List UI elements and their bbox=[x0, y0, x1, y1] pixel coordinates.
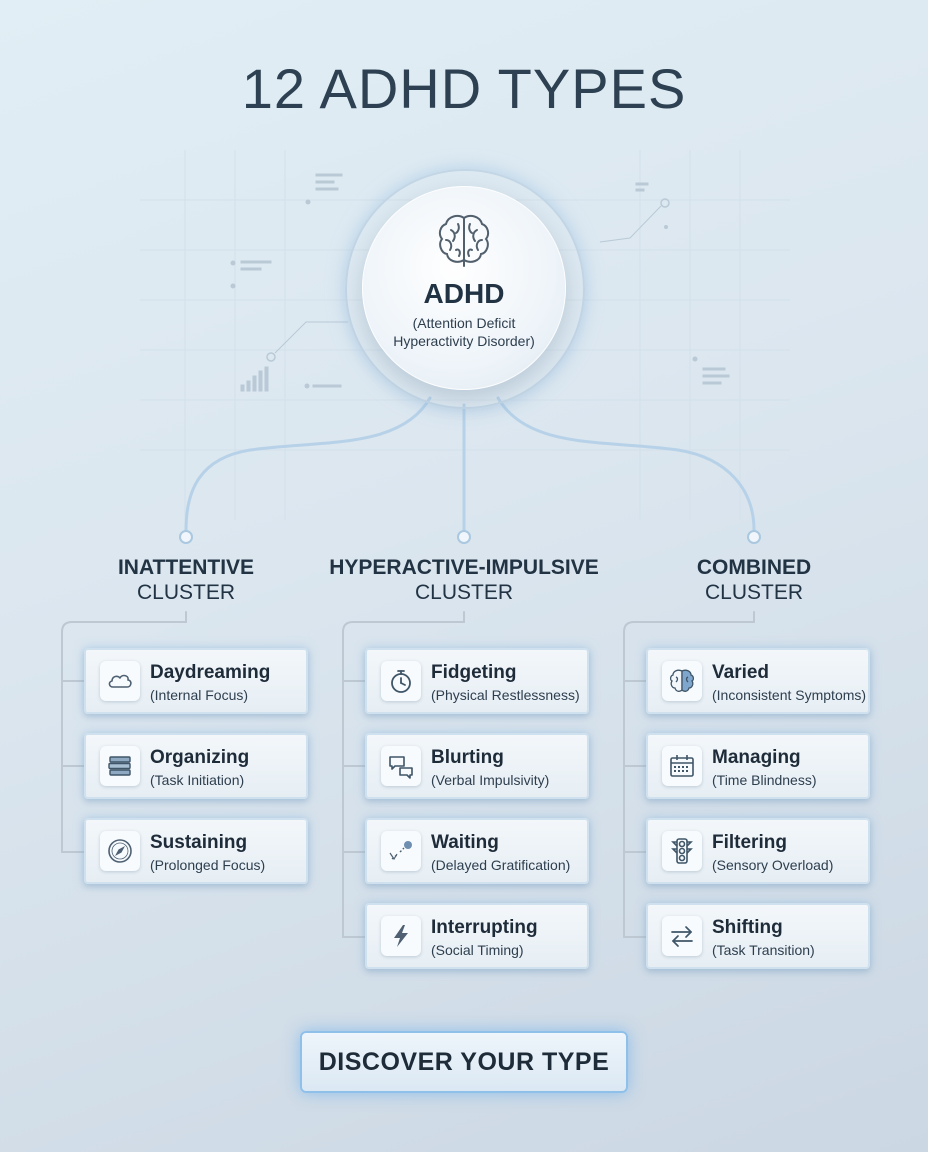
hub-name: ADHD bbox=[423, 278, 505, 309]
type-card-waiting[interactable]: Waiting (Delayed Gratification) bbox=[365, 818, 589, 884]
page-title: 12 ADHD TYPES bbox=[241, 57, 687, 120]
type-subtitle: (Sensory Overload) bbox=[712, 857, 834, 873]
type-title: Organizing bbox=[150, 747, 250, 768]
hub-ring bbox=[345, 169, 585, 409]
type-title: Daydreaming bbox=[150, 662, 271, 683]
cluster-heading-line1: COMBINED bbox=[696, 556, 812, 579]
hub-subtitle: (Attention Deficit Hyperactivity Disorde… bbox=[362, 314, 566, 350]
type-title: Shifting bbox=[712, 917, 783, 938]
type-card-interrupting[interactable]: Interrupting (Social Timing) bbox=[365, 903, 589, 969]
discover-your-type-button[interactable]: DISCOVER YOUR TYPE bbox=[300, 1031, 628, 1093]
stopwatch-icon bbox=[381, 661, 421, 701]
type-title: Fidgeting bbox=[431, 662, 517, 683]
type-title: Varied bbox=[712, 662, 770, 683]
cluster-heading-inattentive: INATTENTIVE CLUSTER bbox=[36, 555, 336, 605]
hub-connectors bbox=[184, 396, 756, 532]
type-subtitle: (Delayed Gratification) bbox=[431, 857, 571, 873]
connector-node-combined bbox=[747, 530, 761, 544]
type-card-shifting[interactable]: Shifting (Task Transition) bbox=[646, 903, 870, 969]
cluster-heading-line2: CLUSTER bbox=[136, 581, 236, 604]
type-card-fidgeting[interactable]: Fidgeting (Physical Restlessness) bbox=[365, 648, 589, 714]
cluster-heading-line2: CLUSTER bbox=[414, 581, 514, 604]
type-card-daydreaming[interactable]: Daydreaming (Internal Focus) bbox=[84, 648, 308, 714]
type-card-filtering[interactable]: Filtering (Sensory Overload) bbox=[646, 818, 870, 884]
cluster-trees bbox=[61, 611, 755, 938]
type-subtitle: (Inconsistent Symptoms) bbox=[712, 687, 867, 703]
calendar-icon bbox=[662, 746, 702, 786]
type-card-blurting[interactable]: Blurting (Verbal Impulsivity) bbox=[365, 733, 589, 799]
type-subtitle: (Prolonged Focus) bbox=[150, 857, 266, 873]
type-subtitle: (Social Timing) bbox=[431, 942, 524, 958]
trajectory-icon bbox=[381, 831, 421, 871]
connector-combined bbox=[496, 396, 756, 532]
brain-icon bbox=[662, 661, 702, 701]
type-card-sustaining[interactable]: Sustaining (Prolonged Focus) bbox=[84, 818, 308, 884]
cloud-icon bbox=[100, 661, 140, 701]
tree-inattentive bbox=[61, 611, 187, 853]
type-title: Blurting bbox=[431, 747, 504, 768]
type-title: Filtering bbox=[712, 832, 787, 853]
connector-node-inattentive bbox=[179, 530, 193, 544]
type-subtitle: (Task Transition) bbox=[712, 942, 815, 958]
swap-arrows-icon bbox=[662, 916, 702, 956]
stack-icon bbox=[100, 746, 140, 786]
adhd-hub: ADHD (Attention Deficit Hyperactivity Di… bbox=[362, 186, 566, 390]
type-title: Interrupting bbox=[431, 917, 538, 938]
type-card-varied[interactable]: Varied (Inconsistent Symptoms) bbox=[646, 648, 870, 714]
type-title: Waiting bbox=[431, 832, 499, 853]
cluster-heading-line1: INATTENTIVE bbox=[117, 556, 255, 579]
type-card-managing[interactable]: Managing (Time Blindness) bbox=[646, 733, 870, 799]
lightning-icon bbox=[381, 916, 421, 956]
brain-icon bbox=[438, 215, 490, 267]
traffic-light-icon bbox=[662, 831, 702, 871]
type-subtitle: (Physical Restlessness) bbox=[431, 687, 580, 703]
tree-hyperactive bbox=[342, 611, 465, 938]
connector-inattentive bbox=[184, 396, 432, 532]
cluster-heading-hyperactive: HYPERACTIVE-IMPULSIVE CLUSTER bbox=[314, 555, 614, 605]
cluster-heading-line2: CLUSTER bbox=[704, 581, 804, 604]
type-subtitle: (Verbal Impulsivity) bbox=[431, 772, 550, 788]
type-subtitle: (Time Blindness) bbox=[712, 772, 817, 788]
type-card-organizing[interactable]: Organizing (Task Initiation) bbox=[84, 733, 308, 799]
type-subtitle: (Task Initiation) bbox=[150, 772, 245, 788]
type-title: Sustaining bbox=[150, 832, 248, 853]
connector-node-hyperactive bbox=[457, 530, 471, 544]
hub-subtitle-line1: (Attention Deficit bbox=[412, 315, 516, 331]
type-subtitle: (Internal Focus) bbox=[150, 687, 249, 703]
tree-combined bbox=[623, 611, 755, 938]
cluster-heading-line1: HYPERACTIVE-IMPULSIVE bbox=[329, 556, 599, 579]
type-title: Managing bbox=[712, 747, 801, 768]
compass-icon bbox=[100, 831, 140, 871]
background-data-marks bbox=[230, 173, 730, 392]
cluster-heading-combined: COMBINED CLUSTER bbox=[604, 555, 904, 605]
hub-subtitle-line2: Hyperactivity Disorder) bbox=[393, 333, 535, 349]
speech-bubbles-icon bbox=[381, 746, 421, 786]
